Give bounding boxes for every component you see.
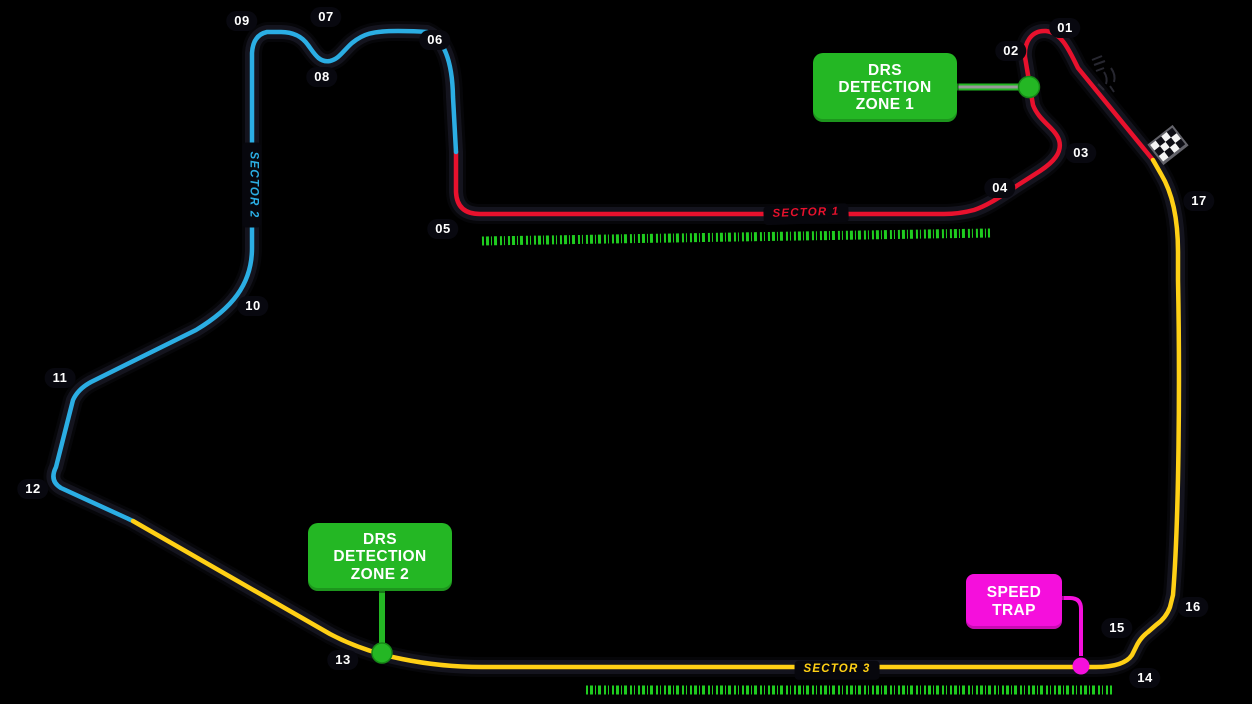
turn-marker-15: 15: [1101, 618, 1133, 638]
turn-marker-17: 17: [1183, 191, 1215, 211]
turn-marker-04: 04: [984, 178, 1016, 198]
drs-zone-dashes-top: [481, 228, 991, 246]
drs-detection-zone-2-box: DRS DETECTION ZONE 2: [308, 523, 452, 591]
drs1-line1: DRS: [868, 61, 902, 79]
turn-marker-12: 12: [17, 479, 49, 499]
turn-marker-08: 08: [306, 67, 338, 87]
drs2-line3: ZONE 2: [350, 565, 410, 583]
turn-marker-05: 05: [427, 219, 459, 239]
turn-marker-14: 14: [1129, 668, 1161, 688]
drs2-detection-dot: [371, 642, 393, 664]
speed-trap-line1: SPEED: [986, 584, 1042, 602]
sector-1-label: SECTOR 1: [763, 203, 849, 225]
speed-trap-connector-line: [1060, 596, 1083, 656]
turn-marker-09: 09: [226, 11, 258, 31]
turn-marker-13: 13: [327, 650, 359, 670]
speed-trap-box: SPEED TRAP: [966, 574, 1062, 629]
drs1-line2: DETECTION: [838, 78, 932, 96]
turn-marker-07: 07: [310, 7, 342, 27]
turn-marker-02: 02: [995, 41, 1027, 61]
turn-marker-01: 01: [1049, 18, 1081, 38]
checkered-flag-icon: [1147, 124, 1189, 166]
drs2-line2: DETECTION: [333, 548, 427, 566]
drs2-line1: DRS: [363, 531, 397, 549]
faint-sketch: [1091, 55, 1116, 93]
speed-trap-line2: TRAP: [992, 601, 1036, 619]
track-sector2-line: [51, 28, 459, 524]
turn-marker-16: 16: [1177, 597, 1209, 617]
sector-3-label: SECTOR 3: [794, 660, 880, 680]
turn-marker-11: 11: [44, 368, 76, 388]
track-sector1-line: [453, 28, 1156, 217]
drs1-detection-dot: [1017, 75, 1041, 99]
drs1-line3: ZONE 1: [855, 96, 915, 114]
turn-marker-06: 06: [419, 30, 451, 50]
speed-trap-dot: [1072, 657, 1090, 675]
track-sector3-line: [130, 157, 1182, 670]
drs-detection-zone-1-box: DRS DETECTION ZONE 1: [813, 53, 957, 122]
turn-marker-03: 03: [1065, 143, 1097, 163]
turn-marker-10: 10: [237, 296, 269, 316]
sector-2-label: SECTOR 2: [242, 142, 262, 228]
